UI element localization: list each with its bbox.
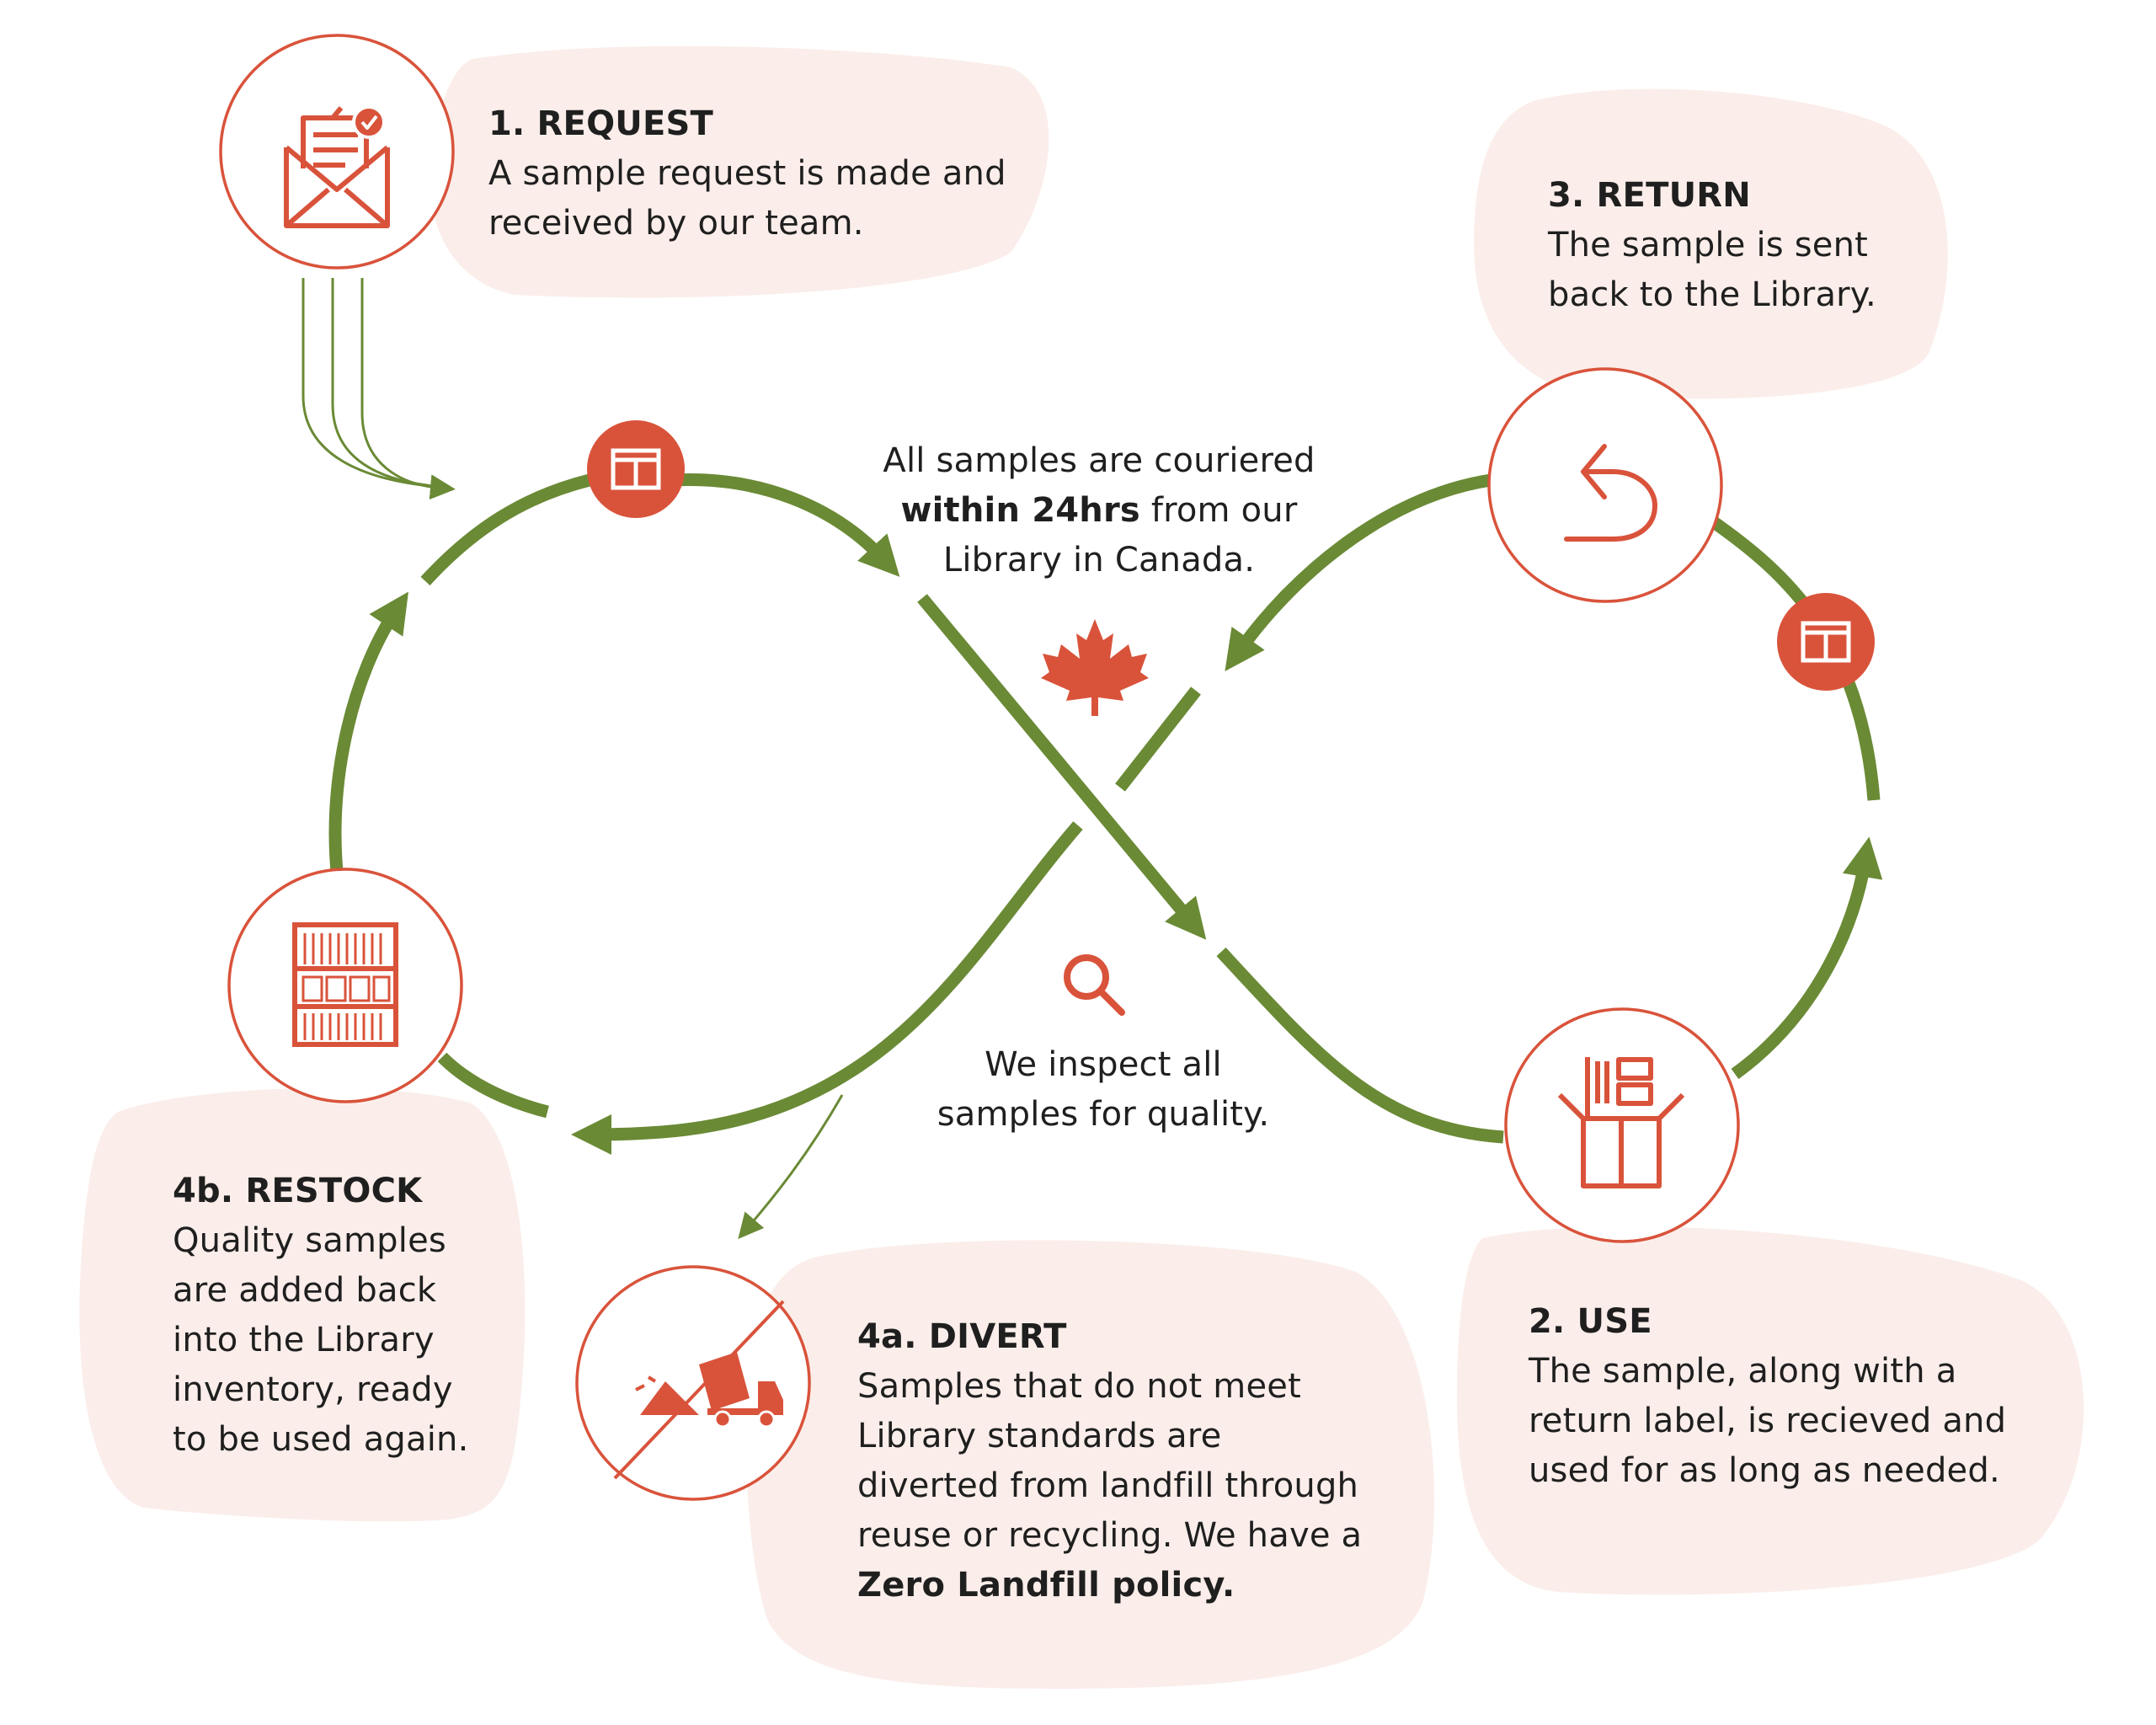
- path-use-to-return-up: [1731, 836, 1883, 1080]
- step-restock-line4: inventory, ready: [173, 1370, 453, 1409]
- blob-return: [1474, 88, 1948, 399]
- path-request-to-courier: [673, 473, 900, 577]
- sample-box-icon: [587, 420, 685, 518]
- request-lines: [302, 278, 456, 500]
- maple-leaf-icon: [1041, 619, 1149, 716]
- blob-restock: [79, 1087, 526, 1522]
- return-arrow-icon: [1564, 444, 1657, 542]
- path-return-to-courier: [1225, 473, 1492, 672]
- courier-note: All samples are couriered within 24hrs f…: [842, 436, 1356, 585]
- step-restock-title: 4b. RESTOCK: [173, 1172, 423, 1210]
- step-divert-line5: Zero Landfill policy.: [857, 1566, 1235, 1605]
- circle-return: [1487, 367, 1723, 603]
- blob-request: [430, 45, 1049, 298]
- step-divert-line1: Samples that do not meet: [857, 1367, 1301, 1406]
- no-dump-truck-icon: [613, 1300, 785, 1480]
- step-restock-line2: are added back: [173, 1271, 437, 1310]
- step-return-text: 3. RETURN The sample is sent back to the…: [1548, 171, 1876, 320]
- courier-line3: Library in Canada.: [942, 541, 1256, 579]
- step-request-line2: received by our team.: [488, 204, 864, 243]
- step-restock-text: 4b. RESTOCK Quality samples are added ba…: [173, 1167, 469, 1465]
- shelf-icon: [292, 922, 398, 1047]
- step-divert-title: 4a. DIVERT: [857, 1317, 1067, 1356]
- inspect-line1: We inspect all: [985, 1045, 1222, 1084]
- step-restock-line3: into the Library: [173, 1321, 435, 1359]
- courier-line2: within 24hrs from our: [842, 486, 1356, 536]
- step-divert-line4: reuse or recycling. We have a: [857, 1516, 1363, 1555]
- sample-box-icon-right: [1777, 593, 1875, 691]
- step-use-line3: used for as long as needed.: [1529, 1451, 2000, 1490]
- background-blobs: [79, 45, 2084, 1689]
- path-courier-to-inspect: [1115, 686, 1201, 792]
- divert-line: [738, 1094, 844, 1239]
- path-left-top: [420, 473, 591, 586]
- step-request-title: 1. REQUEST: [488, 104, 713, 143]
- inspect-line2: samples for quality.: [937, 1095, 1270, 1134]
- step-use-title: 2. USE: [1529, 1302, 1652, 1341]
- step-restock-line1: Quality samples: [173, 1221, 446, 1260]
- step-divert-line2: Library standards are: [857, 1417, 1222, 1455]
- path-use-bottom: [1216, 947, 1504, 1144]
- step-return-line2: back to the Library.: [1548, 275, 1876, 314]
- inspect-note: We inspect all samples for quality.: [876, 1040, 1331, 1140]
- path-restock-bottom: [437, 1052, 549, 1119]
- step-return-title: 3. RETURN: [1548, 176, 1751, 215]
- step-use-line2: return label, is recieved and: [1529, 1402, 2007, 1440]
- circle-divert: [575, 1265, 811, 1501]
- step-divert-text: 4a. DIVERT Samples that do not meet Libr…: [857, 1312, 1362, 1610]
- courier-after-bold: from our: [1139, 491, 1298, 530]
- step-use-text: 2. USE The sample, along with a return l…: [1529, 1297, 2006, 1496]
- courier-bold: within 24hrs: [900, 491, 1140, 530]
- step-restock-line5: to be used again.: [173, 1420, 469, 1459]
- step-request-line1: A sample request is made and: [488, 154, 1006, 193]
- envelope-check-icon: [284, 105, 390, 228]
- magnifier-icon: [1064, 954, 1125, 1016]
- path-restock-up: [328, 591, 408, 873]
- open-box-icon: [1557, 1057, 1685, 1188]
- blob-divert: [746, 1240, 1435, 1689]
- path-courier-to-use: [917, 594, 1207, 940]
- step-return-line1: The sample is sent: [1548, 226, 1869, 264]
- courier-line1: All samples are couriered: [883, 441, 1315, 480]
- step-use-line1: The sample, along with a: [1529, 1352, 1957, 1391]
- step-request-text: 1. REQUEST A sample request is made and …: [488, 99, 1006, 248]
- blob-use: [1457, 1226, 2084, 1595]
- step-divert-line3: diverted from landfill through: [857, 1466, 1359, 1505]
- path-inspect-to-restock: [570, 821, 1083, 1155]
